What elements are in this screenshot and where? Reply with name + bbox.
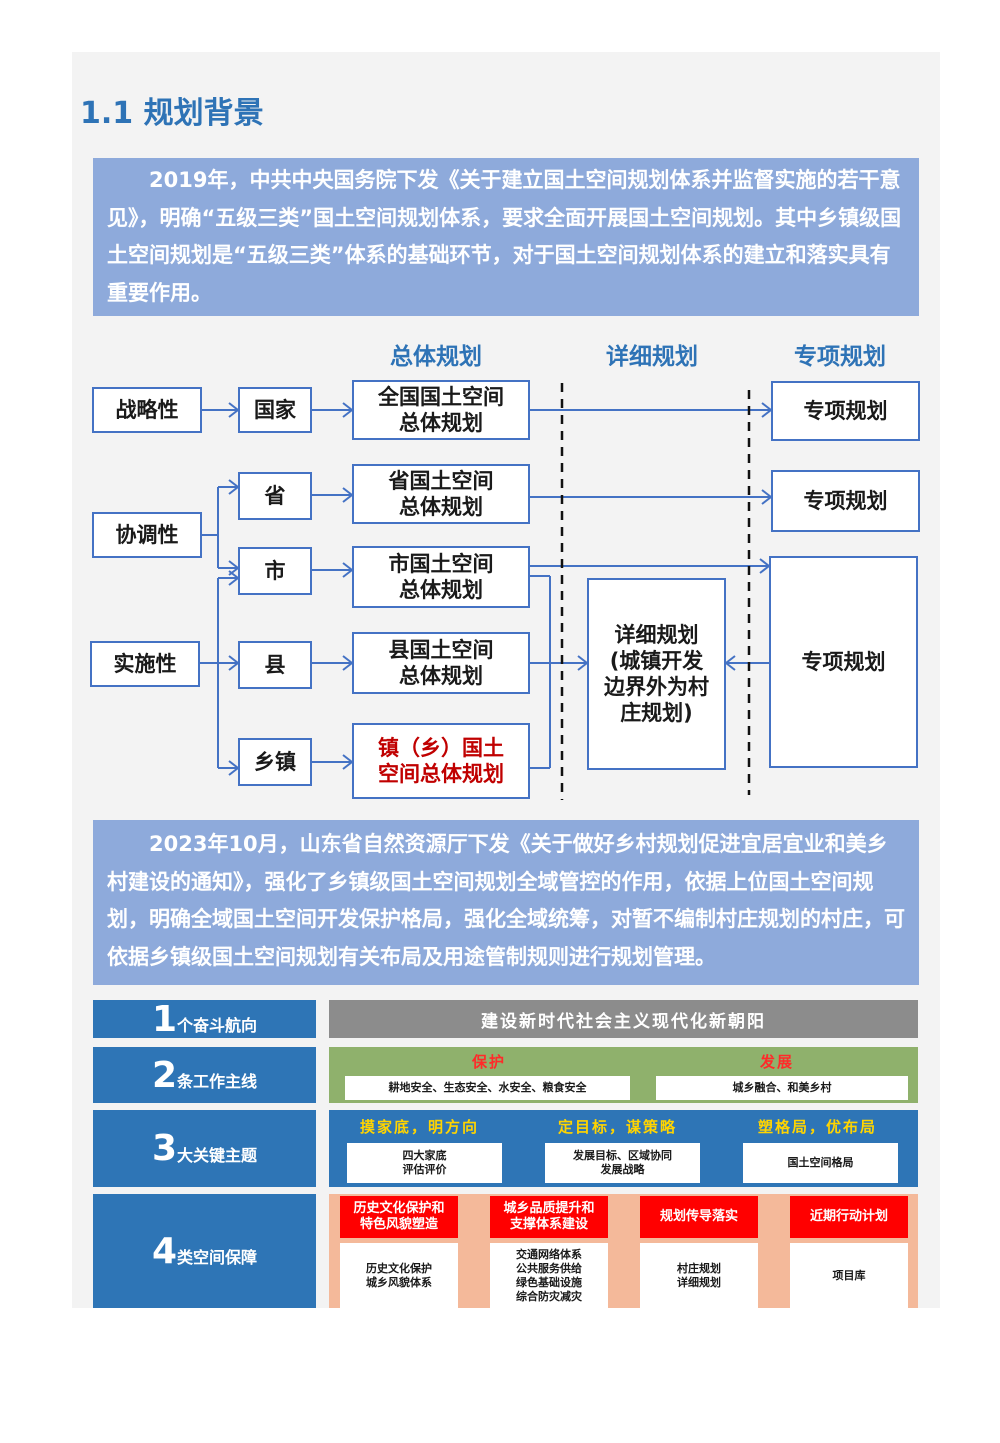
guarantee-head-1-line2: 特色风貌塑造 [359, 1217, 438, 1232]
guarantee-2-item2: 公共服务供给 [516, 1261, 582, 1275]
guarantee-3-item1: 村庄规划 [677, 1261, 721, 1275]
header-detail-plan: 详细规划 [606, 344, 698, 370]
goal-banner: 建设新时代社会主义现代化新朝阳 [329, 1000, 918, 1038]
guarantee-head-2-line1: 城乡品质提升和 [503, 1201, 595, 1216]
row-text-3: 大关键主题 [177, 1145, 258, 1165]
row-label-1: 1 个奋斗航向 [93, 998, 316, 1040]
guarantee-head-1: 历史文化保护和 特色风貌塑造 [340, 1196, 458, 1238]
row-num-3: 3 [151, 1128, 178, 1169]
detail-line4: 庄规划) [620, 701, 693, 725]
plan-city-line1: 市国土空间 [388, 552, 494, 576]
row-label-4: 4 类空间保障 [93, 1194, 316, 1308]
row-num-1: 1 [151, 998, 178, 1040]
plan-nation: 全国国土空间 总体规划 [352, 380, 530, 440]
guarantee-head-2: 城乡品质提升和 支撑体系建设 [490, 1196, 608, 1238]
plan-county-line2: 总体规划 [399, 664, 483, 688]
guarantee-items-4: 项目库 [790, 1243, 908, 1308]
guarantee-2-item4: 综合防灾减灾 [516, 1289, 582, 1303]
line-item-protect: 耕地安全、生态安全、水安全、粮食安全 [345, 1076, 630, 1100]
level-town: 乡镇 [238, 738, 312, 786]
special-plan-box-2: 专项规划 [771, 470, 920, 532]
theme-head-1: 摸家底，明方向 [360, 1118, 480, 1136]
plan-city: 市国土空间 总体规划 [352, 546, 530, 608]
theme-item-1: 四大家底 评估评价 [347, 1143, 502, 1183]
guarantee-head-2-line2: 支撑体系建设 [509, 1217, 588, 1232]
line-head-develop: 发展 [760, 1053, 795, 1071]
theme-item-1-line1: 四大家底 [402, 1149, 447, 1162]
guarantee-1-item1: 历史文化保护 [366, 1261, 432, 1275]
intro-paragraph: 2019年，中共中央国务院下发《关于建立国土空间规划体系并监督实施的若干意见》，… [93, 158, 919, 316]
theme-head-2: 定目标，谋策略 [558, 1118, 678, 1136]
page-title: 1.1 规划背景 [80, 96, 264, 131]
line-item-develop: 城乡融合、和美乡村 [656, 1076, 908, 1100]
theme-item-3: 国土空间格局 [743, 1143, 898, 1183]
row-text-2: 条工作主线 [177, 1072, 258, 1091]
row-text-4: 类空间保障 [177, 1248, 258, 1267]
notice-paragraph: 2023年10月，山东省自然资源厅下发《关于做好乡村规划促进宜居宜业和美乡村建设… [93, 820, 919, 985]
detail-line3: 边界外为村 [604, 675, 709, 699]
header-overall-plan: 总体规划 [390, 344, 482, 370]
plan-county: 县国土空间 总体规划 [352, 632, 530, 694]
plan-city-line2: 总体规划 [399, 578, 483, 602]
level-province: 省 [238, 472, 312, 520]
guarantee-head-1-line1: 历史文化保护和 [353, 1201, 445, 1216]
guarantee-2-item1: 交通网络体系 [516, 1247, 582, 1261]
level-county: 县 [238, 641, 312, 689]
guarantee-items-2: 交通网络体系 公共服务供给 绿色基础设施 综合防灾减灾 [490, 1243, 608, 1308]
guarantee-head-3: 规划传导落实 [640, 1196, 758, 1238]
plan-nation-line1: 全国国土空间 [378, 385, 504, 409]
category-implement: 实施性 [90, 641, 200, 687]
plan-town: 镇（乡）国土 空间总体规划 [352, 723, 530, 799]
guarantee-1-item2: 城乡风貌体系 [366, 1275, 432, 1289]
detail-line1: 详细规划 [614, 623, 699, 647]
special-plan-box-1: 专项规划 [771, 381, 920, 441]
special-plan-box-3: 专项规划 [769, 556, 918, 768]
header-special-plan: 专项规划 [794, 344, 886, 370]
level-city: 市 [238, 547, 312, 595]
row-num-2: 2 [151, 1054, 178, 1096]
theme-item-1-line2: 评估评价 [402, 1163, 447, 1176]
guarantee-head-4: 近期行动计划 [790, 1196, 908, 1238]
row-label-2: 2 条工作主线 [93, 1047, 316, 1103]
guarantee-2-item3: 绿色基础设施 [516, 1275, 582, 1289]
guarantee-items-1: 历史文化保护 城乡风貌体系 [340, 1243, 458, 1308]
line-head-protect: 保护 [472, 1053, 507, 1071]
theme-item-2-line2: 发展战略 [600, 1163, 645, 1176]
theme-head-3: 塑格局，优布局 [758, 1118, 878, 1136]
row-label-3: 3 大关键主题 [93, 1110, 316, 1187]
plan-province-line1: 省国土空间 [388, 469, 494, 493]
category-coordinate: 协调性 [92, 512, 202, 558]
guarantee-items-3: 村庄规划 详细规划 [640, 1243, 758, 1308]
row-num-4: 4 [151, 1230, 178, 1272]
plan-nation-line2: 总体规划 [399, 411, 483, 435]
guarantee-3-item2: 详细规划 [677, 1275, 721, 1289]
plan-town-line1: 镇（乡）国土 [378, 736, 504, 760]
plan-province: 省国土空间 总体规划 [352, 464, 530, 524]
plan-province-line2: 总体规划 [399, 495, 483, 519]
theme-item-2-line1: 发展目标、区域协同 [573, 1149, 672, 1162]
level-nation: 国家 [238, 387, 312, 433]
row-text-1: 个奋斗航向 [177, 1016, 258, 1035]
plan-town-line2: 空间总体规划 [378, 762, 504, 786]
detail-plan-box: 详细规划 (城镇开发 边界外为村 庄规划) [587, 578, 726, 770]
theme-item-2: 发展目标、区域协同 发展战略 [545, 1143, 700, 1183]
category-strategic: 战略性 [92, 387, 202, 433]
plan-county-line1: 县国土空间 [388, 638, 494, 662]
detail-line2: (城镇开发 [609, 649, 704, 673]
